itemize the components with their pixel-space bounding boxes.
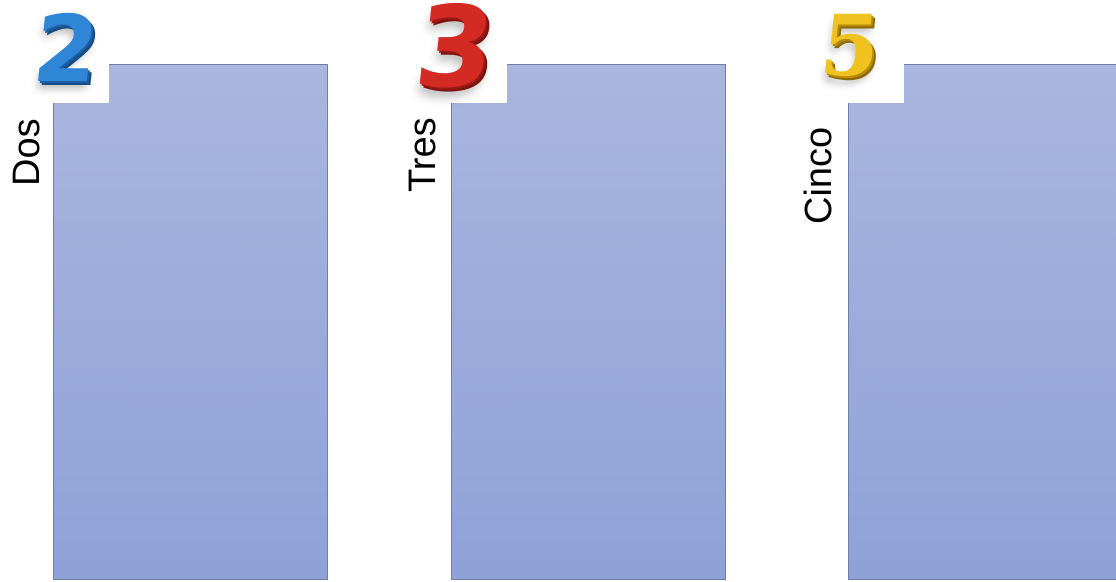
digit-three-icon: 3 [409, 0, 501, 113]
panel-notch [451, 63, 507, 103]
panel-cinco [848, 64, 1116, 580]
label-cinco: Cinco [798, 126, 840, 224]
panel-notch [848, 63, 904, 103]
digit-two-icon: 2 [28, 0, 104, 103]
digit-five-icon: 5 [815, 0, 885, 95]
label-tres: Tres [402, 117, 444, 192]
panel-notch [53, 63, 109, 103]
panel-tres [451, 64, 726, 580]
label-dos: Dos [6, 118, 48, 186]
panel-dos [53, 64, 328, 580]
